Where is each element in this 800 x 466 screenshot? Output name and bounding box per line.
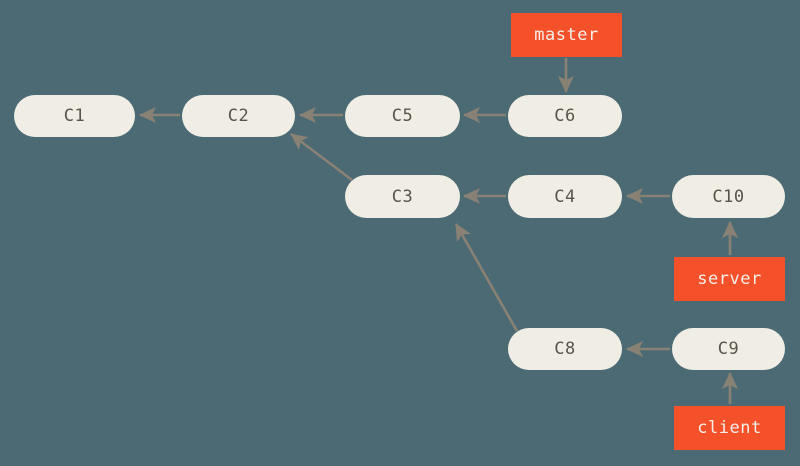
branch-label-text: server — [697, 269, 762, 289]
commit-node-c10[interactable]: C10 — [672, 175, 785, 218]
commit-node-c5[interactable]: C5 — [345, 95, 460, 137]
commit-label: C10 — [712, 186, 745, 207]
commit-node-c3[interactable]: C3 — [345, 175, 460, 218]
edge-c8-to-c3 — [454, 223, 519, 332]
branch-label-server[interactable]: server — [674, 257, 785, 301]
commit-node-c9[interactable]: C9 — [672, 328, 785, 370]
commit-label: C9 — [717, 339, 740, 359]
branch-label-text: master — [534, 25, 599, 45]
branch-label-master[interactable]: master — [511, 13, 622, 57]
commit-node-c1[interactable]: C1 — [14, 95, 135, 137]
commit-label: C8 — [554, 339, 576, 359]
commit-label: C4 — [554, 186, 576, 207]
commit-label: C6 — [554, 106, 576, 126]
commit-node-c8[interactable]: C8 — [508, 328, 622, 370]
commit-label: C5 — [391, 106, 414, 126]
commit-node-c2[interactable]: C2 — [182, 95, 295, 137]
branch-label-client[interactable]: client — [674, 406, 785, 450]
commit-label: C3 — [391, 186, 414, 207]
commit-label: C1 — [63, 106, 86, 126]
commit-node-c4[interactable]: C4 — [508, 175, 622, 218]
commit-node-c6[interactable]: C6 — [508, 95, 622, 137]
branch-label-text: client — [697, 418, 762, 438]
edge-c3-to-c2 — [290, 132, 353, 182]
commit-label: C2 — [227, 106, 250, 126]
